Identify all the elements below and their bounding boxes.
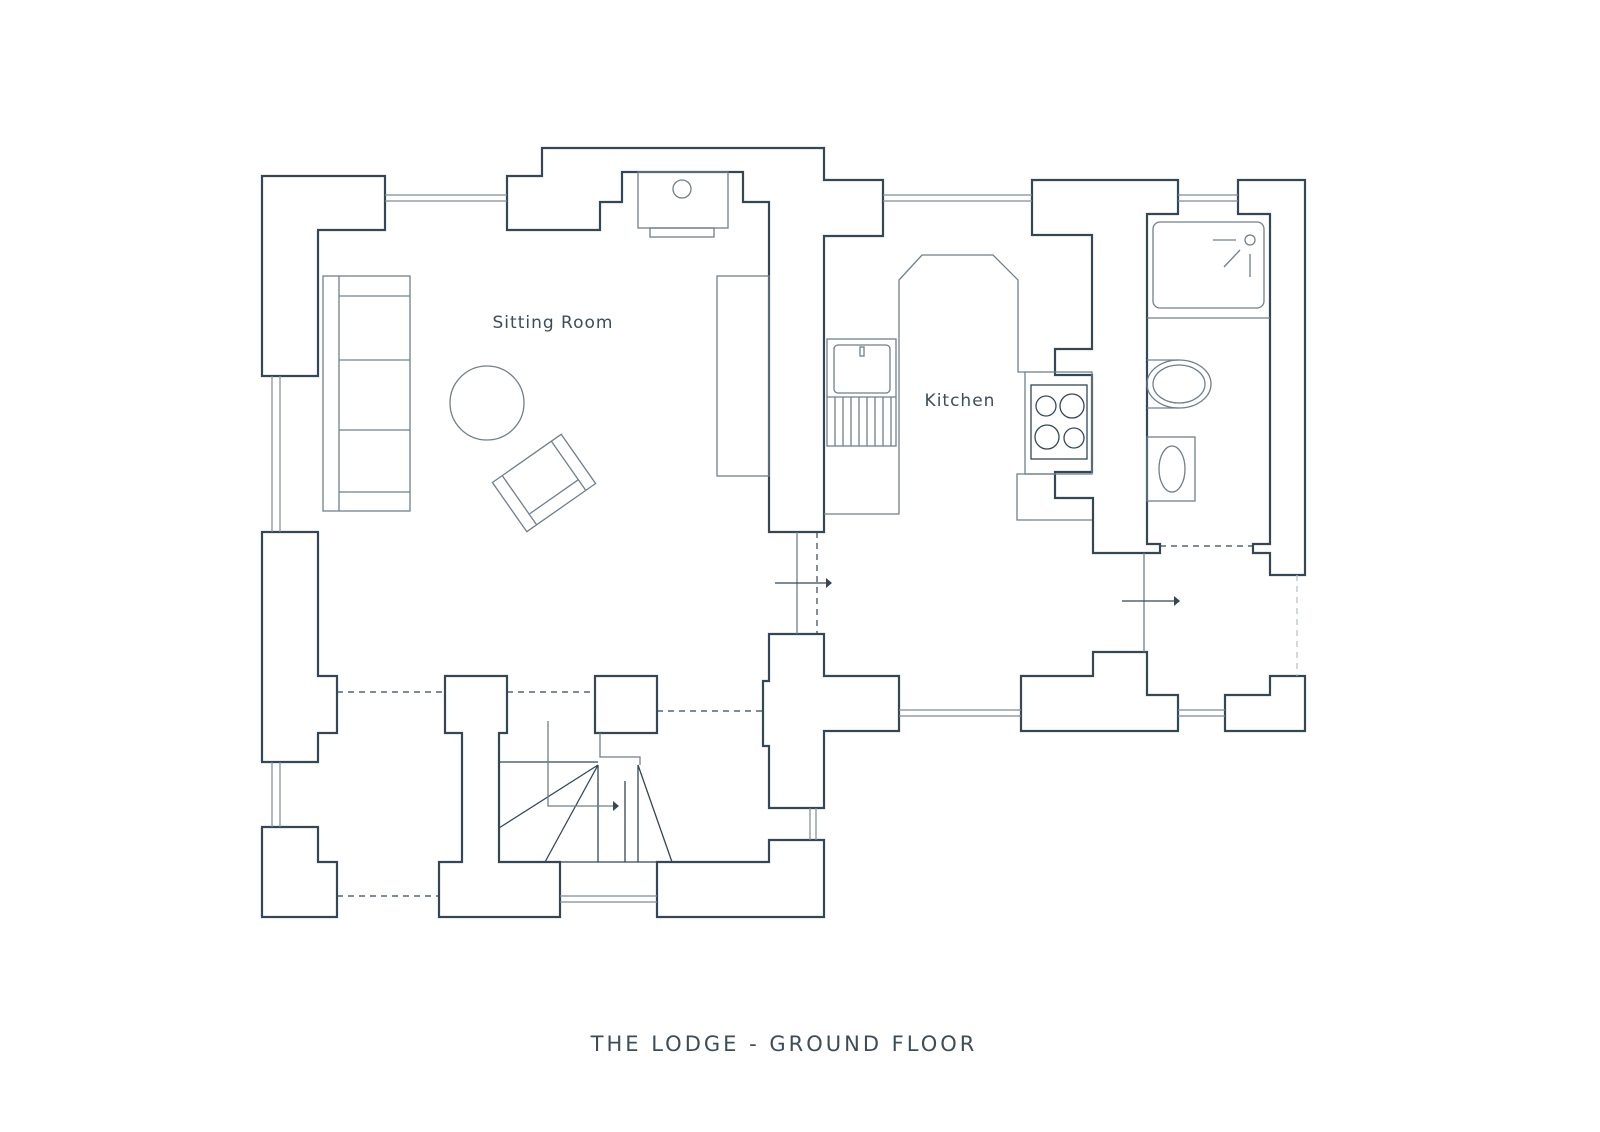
plan-title: THE LODGE - GROUND FLOOR	[590, 1032, 978, 1056]
wall-bottom-right	[1223, 674, 1307, 733]
staircase	[498, 721, 673, 863]
wall-bath-right	[1236, 178, 1307, 577]
wall-kitchen-bottom	[1019, 650, 1180, 733]
arrow-icon	[775, 578, 832, 588]
window-sitting-top	[385, 194, 507, 202]
window-bath-top	[1178, 194, 1238, 202]
windows	[271, 194, 1238, 903]
fireplace-icon	[672, 179, 692, 199]
room-label-kitchen: Kitchen	[925, 391, 996, 411]
wall-kitchen-bath	[1030, 178, 1180, 555]
window-left-upper	[271, 376, 281, 532]
openings	[337, 532, 1298, 897]
window-stair-side	[809, 808, 817, 840]
basin-icon	[1146, 436, 1196, 502]
wall-cross	[761, 632, 901, 810]
arrow-icon	[547, 721, 619, 811]
window-bottom-stair	[560, 895, 657, 903]
sitting-room-furniture	[322, 171, 770, 533]
shower-icon	[1152, 221, 1265, 309]
wall-top-left	[260, 174, 387, 378]
walls	[260, 146, 1307, 919]
wall-bottom-left	[260, 825, 339, 919]
sink	[826, 338, 897, 447]
hearth-step	[649, 227, 715, 238]
wall-chimney	[505, 146, 885, 534]
toilet-icon	[1146, 359, 1212, 409]
window-kitchen-top	[883, 194, 1032, 202]
sofa	[322, 275, 411, 512]
coffee-table	[449, 365, 525, 441]
kitchen-counter	[824, 254, 1025, 515]
armchair	[491, 433, 597, 533]
bathroom-fixtures	[1146, 221, 1270, 502]
room-label-sitting-room: Sitting Room	[493, 313, 614, 333]
window-bath-bottom	[1178, 709, 1225, 717]
wall-left-middle	[260, 530, 339, 764]
kitchen-unit	[1016, 473, 1092, 521]
hob-icon	[1024, 371, 1093, 475]
arrow-icon	[1122, 596, 1180, 606]
wall-pier	[593, 674, 659, 735]
wall-bottom-stair	[655, 838, 826, 919]
window-left-lower	[271, 762, 281, 827]
kitchen-fixtures	[824, 254, 1093, 521]
window-kitchen-bottom	[899, 709, 1021, 717]
sideboard	[716, 275, 770, 477]
wall-stair-left	[437, 674, 562, 919]
